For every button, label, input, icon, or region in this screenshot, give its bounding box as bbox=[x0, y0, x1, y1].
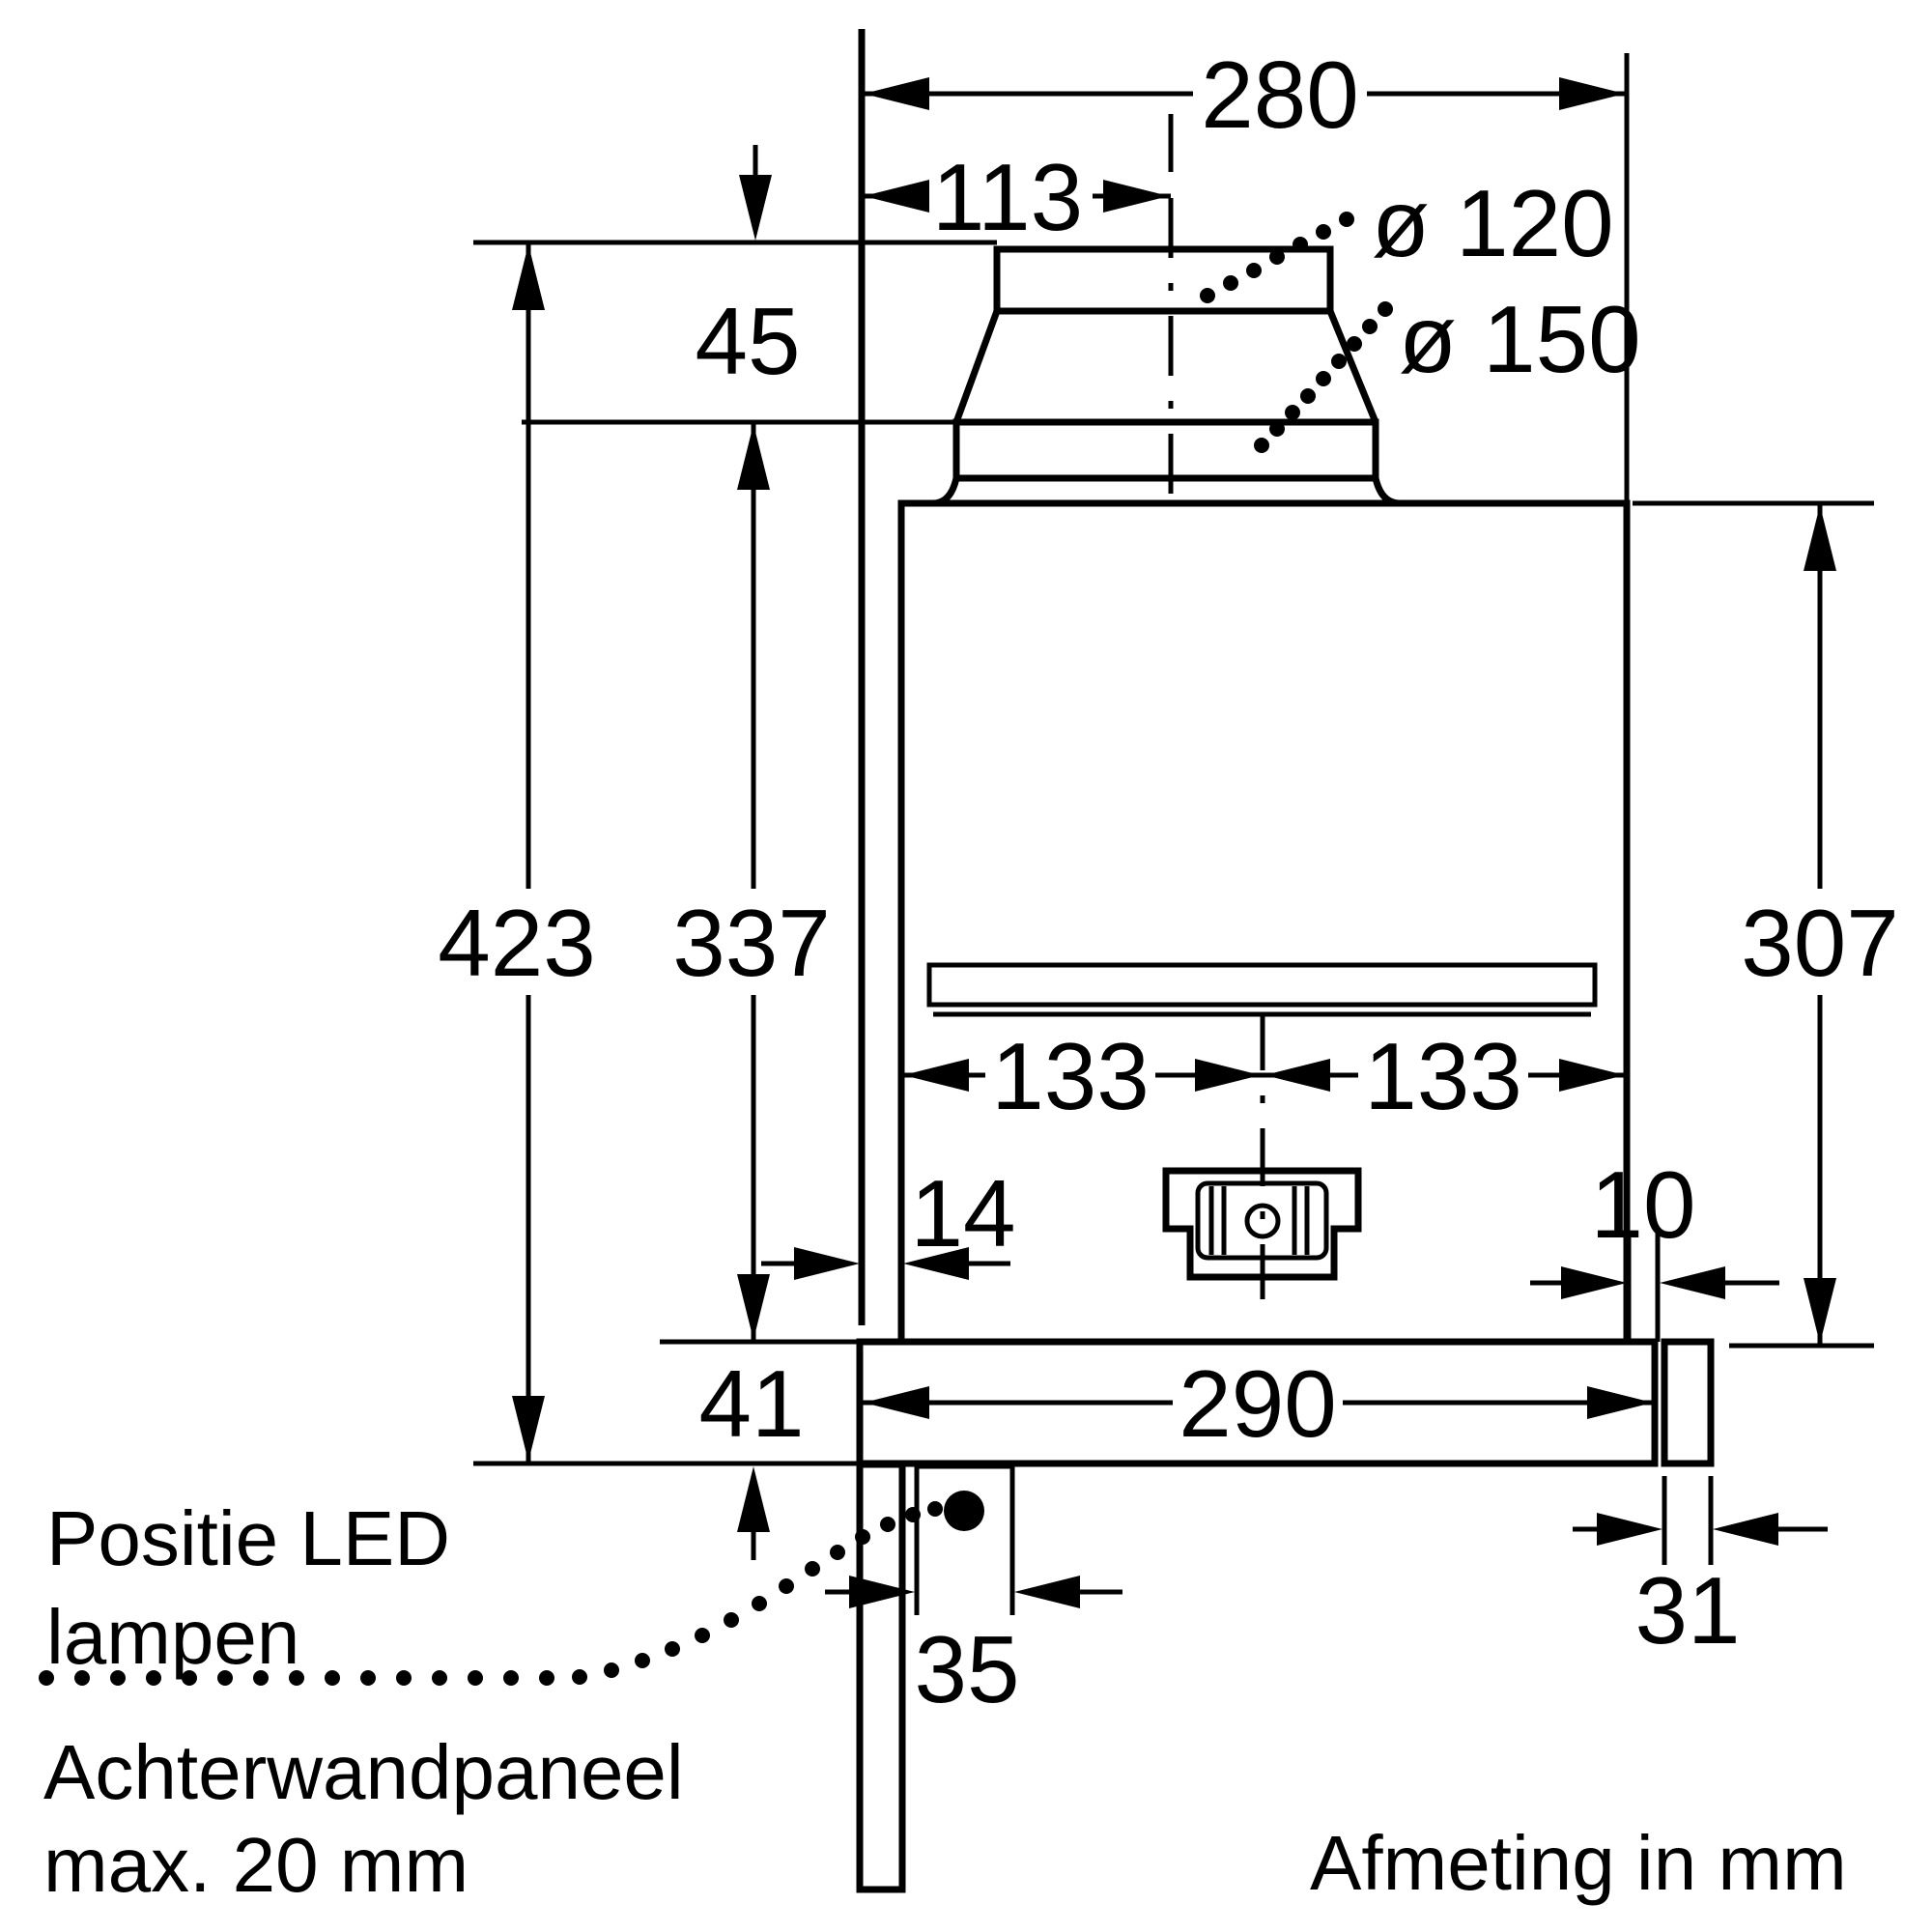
arrowhead-up bbox=[737, 1466, 770, 1532]
dim-113-label: 113 bbox=[932, 144, 1083, 250]
duct-ring-150 bbox=[952, 418, 1379, 482]
arrowhead-right bbox=[794, 1247, 860, 1280]
arrowhead-right bbox=[1103, 180, 1169, 213]
arrowhead-down bbox=[737, 1274, 770, 1340]
arrowhead-left bbox=[1014, 1576, 1080, 1608]
leader-led-note bbox=[39, 1501, 943, 1686]
arrowhead-left bbox=[1264, 1059, 1330, 1092]
dim-133-right-label: 133 bbox=[1364, 1023, 1522, 1129]
panel-note-line2: max. 20 mm bbox=[43, 1822, 469, 1908]
air-slot bbox=[926, 962, 1598, 1008]
arrowhead-up bbox=[1804, 505, 1836, 571]
collar-fillet-left bbox=[932, 477, 960, 507]
control-knob bbox=[1244, 1203, 1281, 1239]
leader-diameter-150 bbox=[1254, 301, 1393, 453]
dim-307-label: 307 bbox=[1741, 890, 1899, 996]
arrowhead-left bbox=[1660, 1266, 1725, 1299]
dim-10-label: 10 bbox=[1590, 1151, 1695, 1258]
dim-423-label: 423 bbox=[438, 890, 596, 996]
arrowhead-down bbox=[1804, 1278, 1836, 1344]
arrowhead-right bbox=[1559, 77, 1625, 110]
duct-ring-120 bbox=[993, 245, 1334, 315]
dim-290-label: 290 bbox=[1179, 1350, 1337, 1457]
duct-cone-right bbox=[1326, 309, 1379, 424]
arrowhead-left bbox=[1713, 1513, 1778, 1546]
arrowhead-down bbox=[739, 175, 772, 241]
arrowhead-down bbox=[512, 1396, 545, 1462]
duct-cone-left bbox=[952, 309, 1001, 424]
dim-diameter-150-label: ø 150 bbox=[1399, 286, 1641, 392]
dim-337-label: 337 bbox=[672, 890, 831, 996]
arrowhead-left bbox=[864, 180, 929, 213]
front-rail bbox=[1661, 1338, 1715, 1467]
dim-41-label: 41 bbox=[698, 1350, 804, 1457]
arrowhead-right bbox=[1597, 1513, 1662, 1546]
arrowhead-left bbox=[903, 1247, 969, 1280]
control-element bbox=[1162, 1167, 1362, 1281]
arrowhead-right bbox=[1587, 1386, 1653, 1419]
dim-280-label: 280 bbox=[1201, 42, 1359, 148]
collar-fillet-right bbox=[1372, 477, 1401, 507]
units-note: Afmeting in mm bbox=[1310, 1820, 1847, 1906]
dim-diameter-120-label: ø 120 bbox=[1372, 170, 1614, 276]
led-dot bbox=[944, 1491, 984, 1531]
arrowhead-left bbox=[903, 1059, 969, 1092]
arrowhead-right bbox=[1559, 1059, 1625, 1092]
rear-wall-panel bbox=[856, 1461, 906, 1893]
arrowhead-right bbox=[1561, 1266, 1627, 1299]
led-note-line2: lampen bbox=[46, 1594, 299, 1680]
arrowhead-right bbox=[1195, 1059, 1261, 1092]
dim-35-label: 35 bbox=[914, 1616, 1019, 1722]
led-note-line1: Positie LED bbox=[46, 1495, 450, 1581]
dim-31-label: 31 bbox=[1634, 1557, 1740, 1663]
leader-diameter-120 bbox=[1200, 212, 1354, 303]
panel-note-line1: Achterwandpaneel bbox=[43, 1729, 684, 1815]
dim-45-label: 45 bbox=[695, 288, 800, 394]
arrowhead-left bbox=[864, 77, 929, 110]
arrowhead-right bbox=[849, 1576, 915, 1608]
arrowhead-left bbox=[864, 1386, 929, 1419]
arrowhead-up bbox=[512, 244, 545, 310]
dim-133-left-label: 133 bbox=[991, 1023, 1150, 1129]
arrowhead-up bbox=[737, 424, 770, 490]
